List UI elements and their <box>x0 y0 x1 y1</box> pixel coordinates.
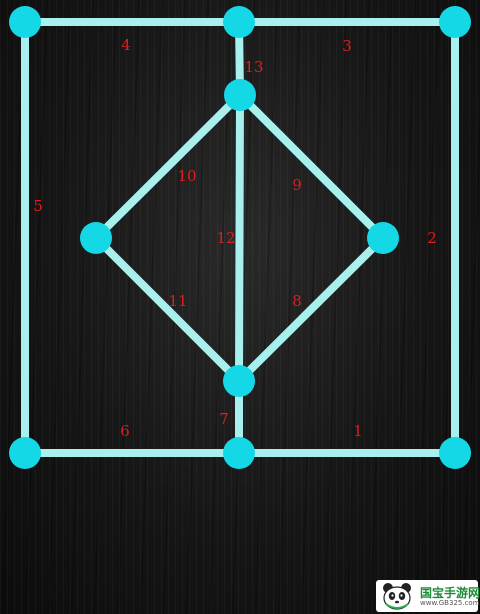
node-diamond-right[interactable] <box>367 222 399 254</box>
edge-label-1: 1 <box>353 422 363 440</box>
edge-label-5: 5 <box>33 197 43 215</box>
node-bottom-middle[interactable] <box>223 437 255 469</box>
edge-label-2: 2 <box>427 229 437 247</box>
site-watermark: 国宝手游网 www.GB325.com <box>376 580 480 612</box>
edge-12[interactable] <box>235 91 244 385</box>
edge-label-13: 13 <box>244 58 263 76</box>
edge-label-7: 7 <box>219 410 229 428</box>
node-top-right[interactable] <box>439 6 471 38</box>
edge-label-8: 8 <box>292 292 302 310</box>
edge-9[interactable] <box>236 91 387 242</box>
edge-label-10: 10 <box>177 167 196 185</box>
edge-label-6: 6 <box>120 422 130 440</box>
node-bottom-right[interactable] <box>439 437 471 469</box>
watermark-title: 国宝手游网 <box>420 586 480 600</box>
watermark-url: www.GB325.com <box>420 599 480 607</box>
edge-label-11: 11 <box>168 292 187 310</box>
edge-label-3: 3 <box>342 37 352 55</box>
puzzle-edges <box>21 18 459 457</box>
node-diamond-bottom[interactable] <box>223 365 255 397</box>
edge-label-9: 9 <box>292 176 302 194</box>
edge-label-12: 12 <box>216 229 235 247</box>
panda-logo-icon <box>383 583 411 610</box>
node-diamond-top[interactable] <box>224 79 256 111</box>
node-top-middle[interactable] <box>223 6 255 38</box>
puzzle-nodes <box>9 6 471 469</box>
node-diamond-left[interactable] <box>80 222 112 254</box>
edge-label-4: 4 <box>121 36 131 54</box>
edge-10[interactable] <box>92 91 244 242</box>
edge-8[interactable] <box>235 234 387 385</box>
node-bottom-left[interactable] <box>9 437 41 469</box>
edge-11[interactable] <box>92 234 243 385</box>
node-top-left[interactable] <box>9 6 41 38</box>
